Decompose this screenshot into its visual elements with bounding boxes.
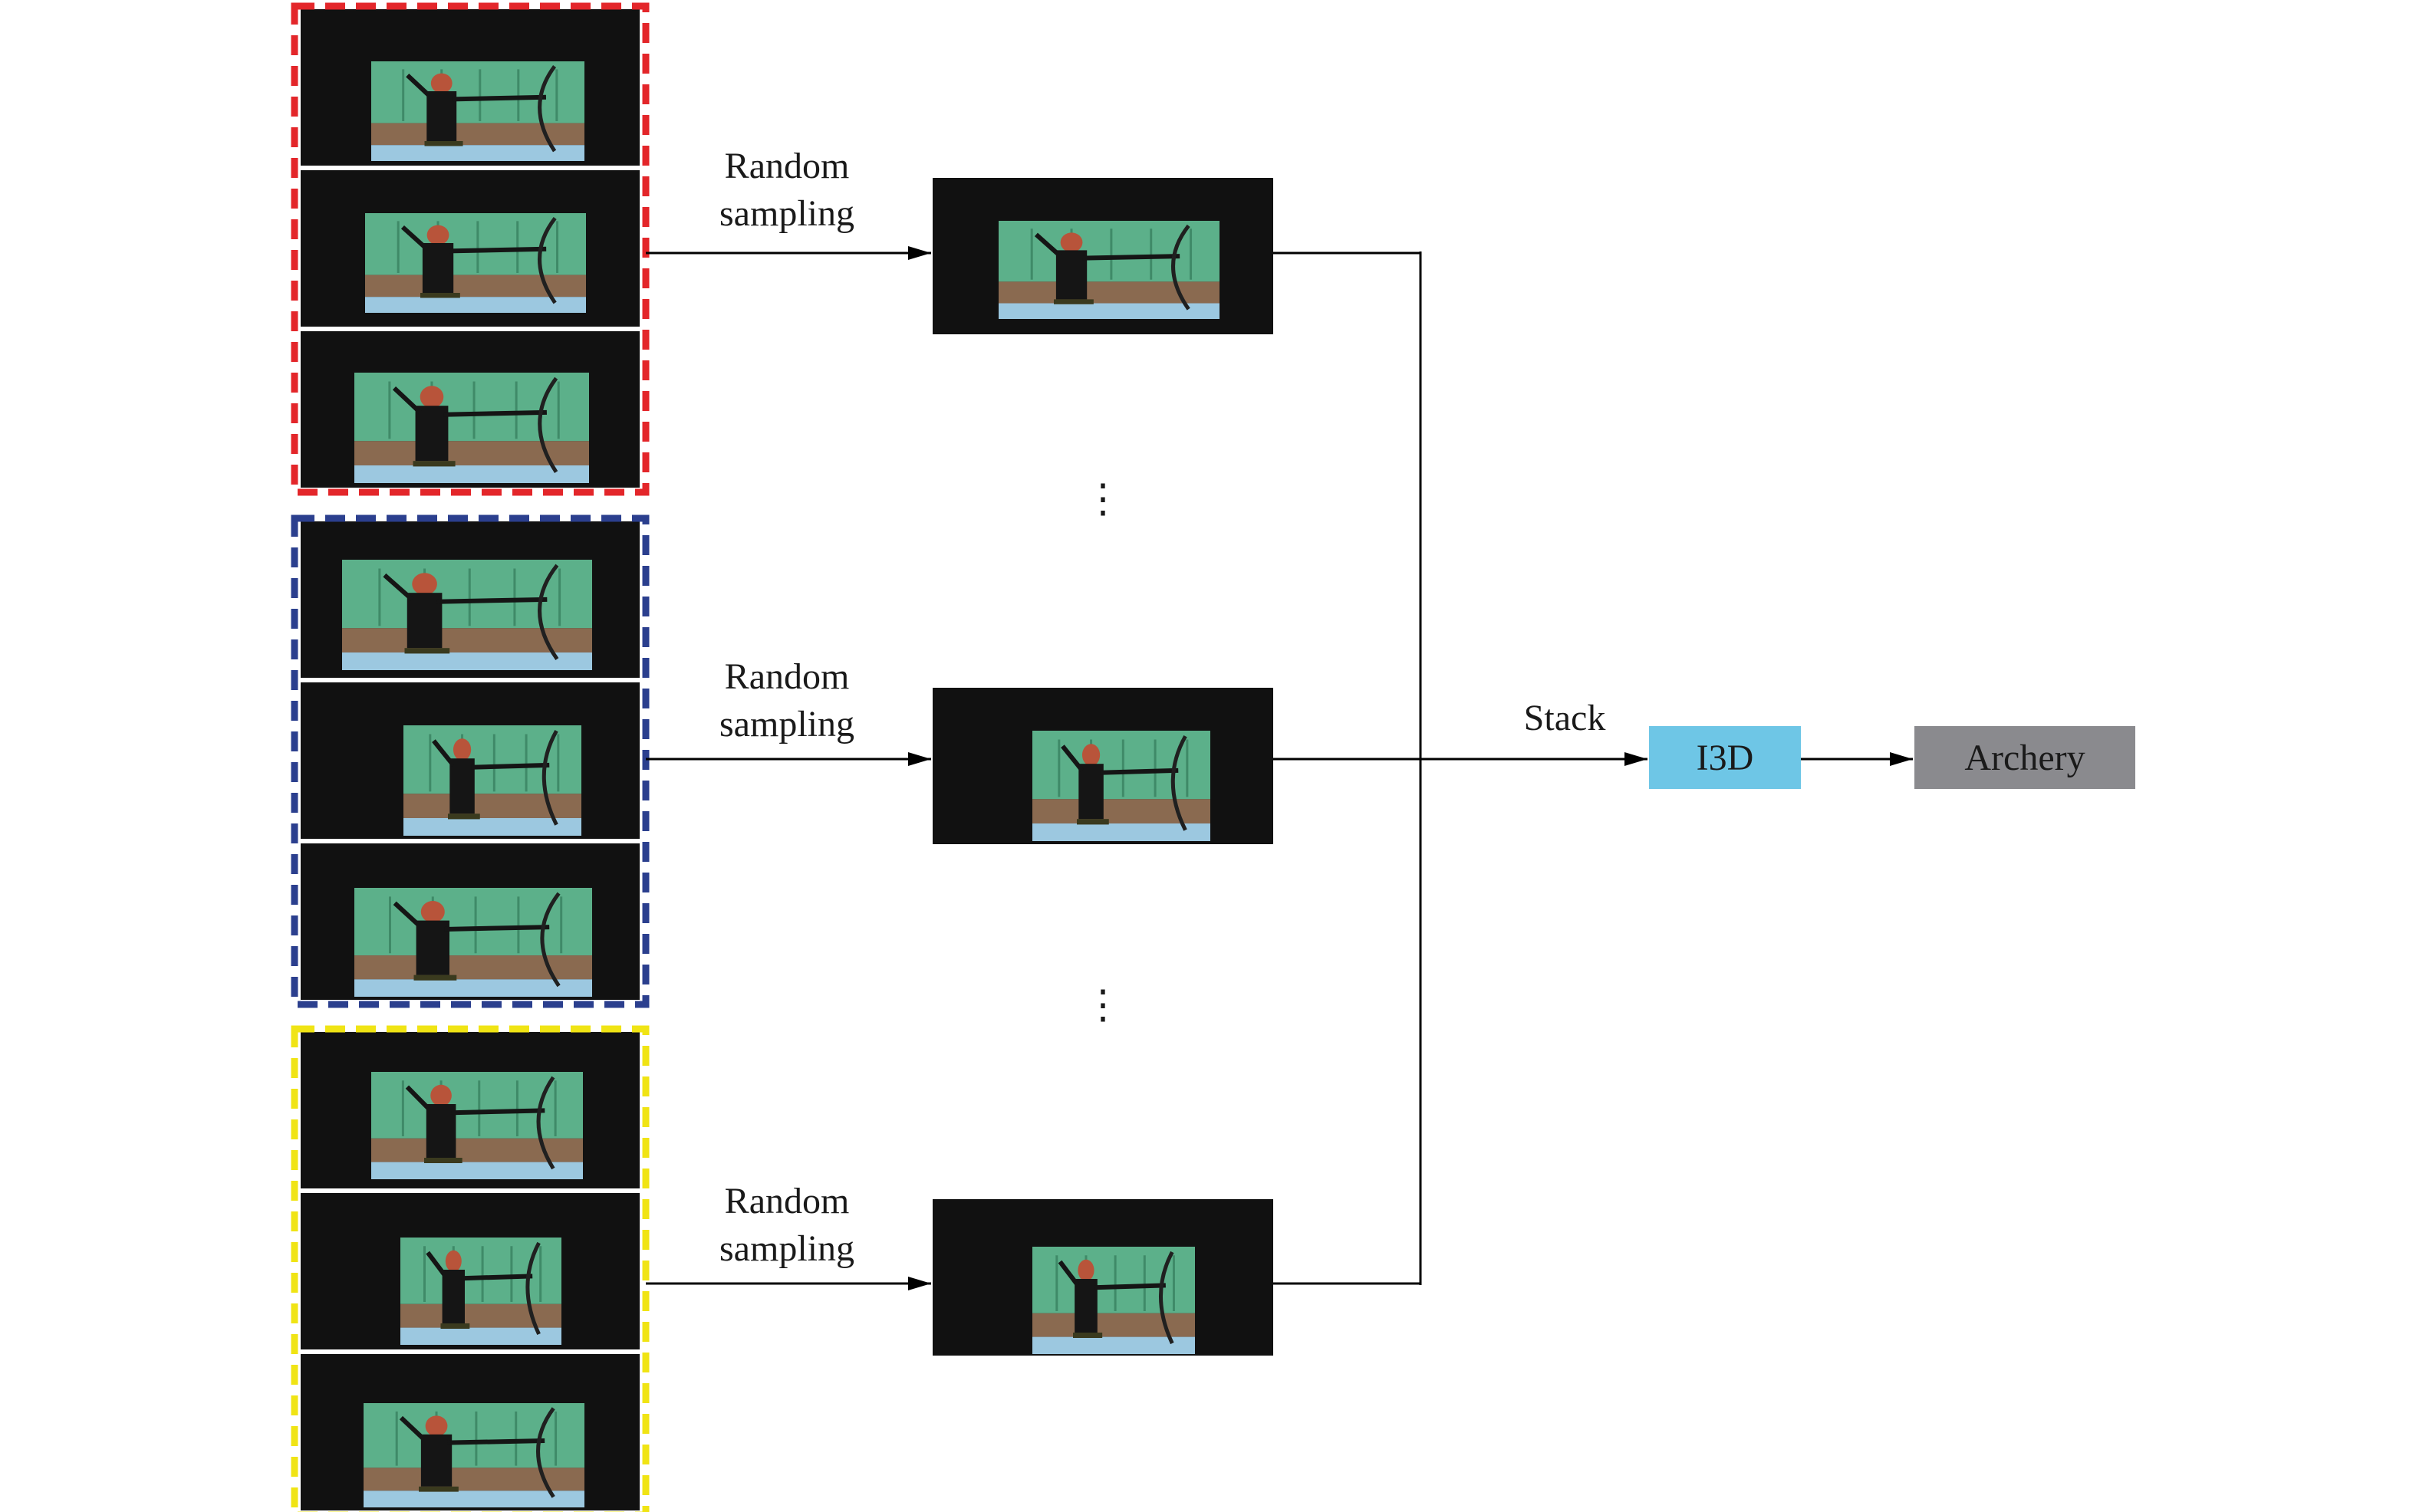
- sampled-frame-1-thumbnail: [999, 221, 1220, 319]
- ellipsis-2: ⋮: [1083, 984, 1123, 1027]
- sampling-label-3-line-1: Random: [725, 1181, 850, 1221]
- group-red-frame-1-thumbnail: [371, 61, 584, 161]
- output-block: Archery: [1914, 726, 2135, 789]
- sampling-label-2-line-2: sampling: [719, 704, 854, 744]
- labels: RandomsamplingRandomsamplingRandomsampli…: [719, 146, 1605, 1269]
- group-yellow-frame-2-thumbnail: [400, 1238, 561, 1345]
- sampled-frames: [933, 178, 1273, 1356]
- group-blue-frame-1-thumbnail: [342, 560, 592, 670]
- output-label: Archery: [1964, 738, 2085, 778]
- sampling-label-1-line-1: Random: [725, 146, 850, 186]
- sampled-frame-2-thumbnail: [1032, 731, 1210, 841]
- ellipsis-1: ⋮: [1083, 478, 1123, 521]
- output-box: [1914, 726, 2135, 789]
- i3d-block: I3D: [1649, 726, 1801, 789]
- clip-group-borders: [291, 2, 650, 1512]
- sampling-label-2-line-1: Random: [725, 656, 850, 697]
- i3d-box: [1649, 726, 1801, 789]
- group-yellow-border: [291, 1025, 650, 1512]
- group-yellow-frame-3-thumbnail: [364, 1403, 584, 1507]
- i3d-label: I3D: [1697, 738, 1754, 778]
- group-blue-frame-3-thumbnail: [354, 888, 592, 997]
- connectors: [646, 246, 1913, 1290]
- group-red-frame-2-thumbnail: [365, 213, 586, 313]
- sampling-label-1-line-2: sampling: [719, 193, 854, 234]
- group-red-frame-3-thumbnail: [354, 373, 589, 483]
- sampling-label-3-line-2: sampling: [719, 1228, 854, 1269]
- group-blue-frame-2-thumbnail: [403, 725, 581, 836]
- group-red-border: [291, 2, 650, 496]
- sampled-frame-3-thumbnail: [1032, 1247, 1195, 1354]
- group-blue-border: [291, 514, 650, 1008]
- video-clips: [301, 9, 640, 1510]
- group-yellow-frame-1-thumbnail: [371, 1072, 583, 1179]
- stack-label: Stack: [1524, 698, 1606, 738]
